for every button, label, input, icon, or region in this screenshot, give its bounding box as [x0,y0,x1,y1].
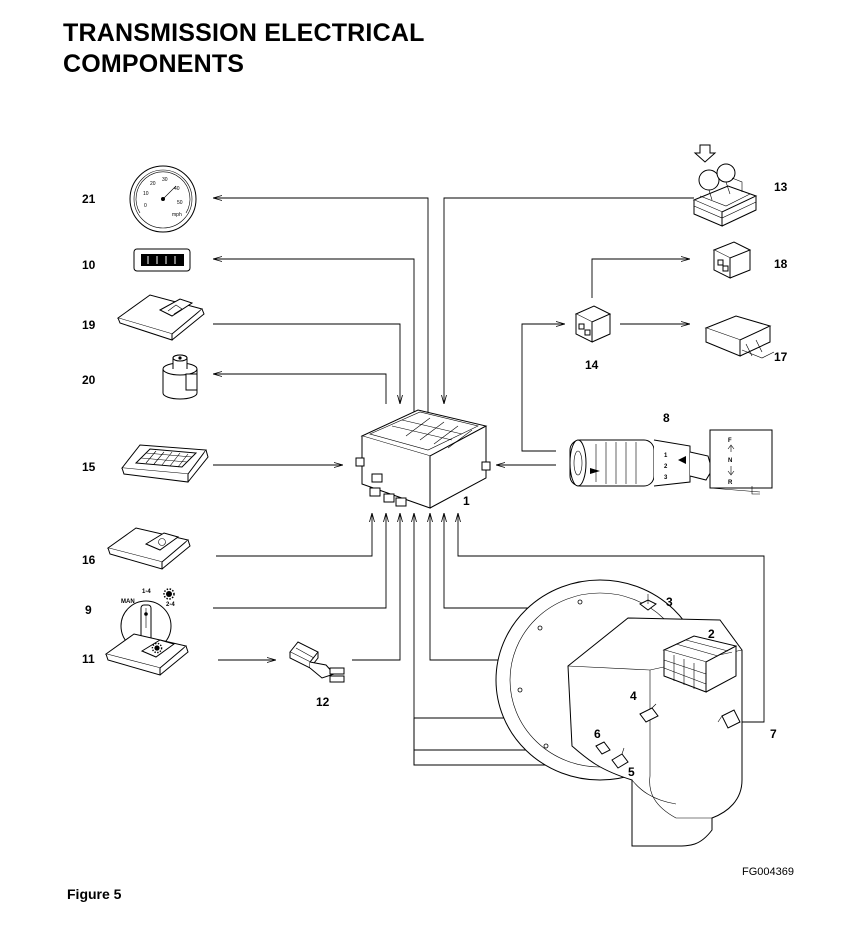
sensor-7 [717,709,741,729]
relay-18 [712,241,752,279]
rocker-switch-16 [106,527,191,570]
callout-17: 17 [774,350,788,364]
speed-tick-20: 20 [150,181,156,187]
callout-12: 12 [316,695,330,709]
callout-1: 1 [463,494,470,508]
solenoid-12 [289,641,345,683]
sensor-3 [639,594,657,611]
line-to-buzzer [213,374,387,404]
page-title: TRANSMISSION ELECTRICAL COMPONENTS [63,18,425,80]
callout-5: 5 [628,765,635,779]
speed-tick-10: 10 [143,191,149,197]
callout-20: 20 [82,373,96,387]
callout-6: 6 [594,727,601,741]
speed-unit: mph [172,212,182,218]
lever-reverse: R [728,480,733,486]
figure-code: FG004369 [742,866,794,878]
callout-13: 13 [774,180,788,194]
transmission-housing-2 [495,579,743,847]
callout-15: 15 [82,460,96,474]
line-from-joystick-13 [444,197,694,404]
callout-21: 21 [82,192,96,206]
line-from-solenoid-12 [352,513,400,661]
callout-16: 16 [82,553,96,567]
callout-18: 18 [774,257,788,271]
line-relay-to-relay-18 [591,259,690,298]
callout-numbers: 21 10 19 20 15 16 9 11 12 1 13 18 14 17 … [82,180,788,779]
lever-forward: F [728,438,732,444]
callout-14: 14 [585,358,599,372]
down-arrow-icon [693,144,717,163]
callout-2: 2 [708,627,715,641]
line-lever-to-relay [521,324,565,452]
callout-4: 4 [630,689,637,703]
keypad-15 [121,444,209,483]
lever-neutral: N [728,458,732,464]
callout-11: 11 [82,652,95,666]
joystick-13 [692,144,758,227]
grip-mark-2: 2 [664,464,668,470]
rotary-label-1-4: 1-4 [142,589,151,595]
connection-lines [213,197,765,766]
shift-lever-8: 1 2 3 F N R [569,429,773,495]
rotary-label-2-4: 2-4 [166,602,175,608]
callout-3: 3 [666,595,673,609]
rotary-label-man: MAN [121,599,135,605]
gear-icon [163,588,175,600]
title-line-1: TRANSMISSION ELECTRICAL [63,19,425,47]
callout-7: 7 [770,727,777,741]
line-from-sensor-7 [458,513,765,723]
callout-8: 8 [663,411,670,425]
gear-icon [151,642,163,654]
line-to-indicator-display [213,259,415,413]
buzzer-20 [162,354,198,400]
sensor-6 [595,741,611,755]
control-module-17 [704,315,775,359]
figure-caption: Figure 5 [67,886,122,902]
line-from-rotary-switch [213,513,386,609]
title-line-2: COMPONENTS [63,50,245,78]
speed-tick-0: 0 [144,203,147,209]
line-from-switch-16 [216,513,372,557]
transmission-controller-1 [355,409,491,509]
line-to-speedometer [213,198,429,413]
indicator-display-10 [133,248,191,272]
sensor-4 [639,703,659,723]
rocker-switch-11 [104,633,189,676]
speedometer-21: 0 10 20 30 40 50 mph [129,165,197,233]
speed-tick-30: 30 [162,177,168,183]
callout-19: 19 [82,318,96,332]
callout-9: 9 [85,603,92,617]
line-from-rocker-switch-19 [213,323,400,404]
relay-14 [574,305,612,343]
callout-10: 10 [82,258,96,272]
grip-mark-1: 1 [664,453,668,459]
speed-tick-50: 50 [177,200,183,206]
rocker-switch-19 [116,294,205,341]
grip-mark-3: 3 [664,475,668,481]
sensor-5 [611,747,629,769]
speed-tick-40: 40 [174,186,180,192]
